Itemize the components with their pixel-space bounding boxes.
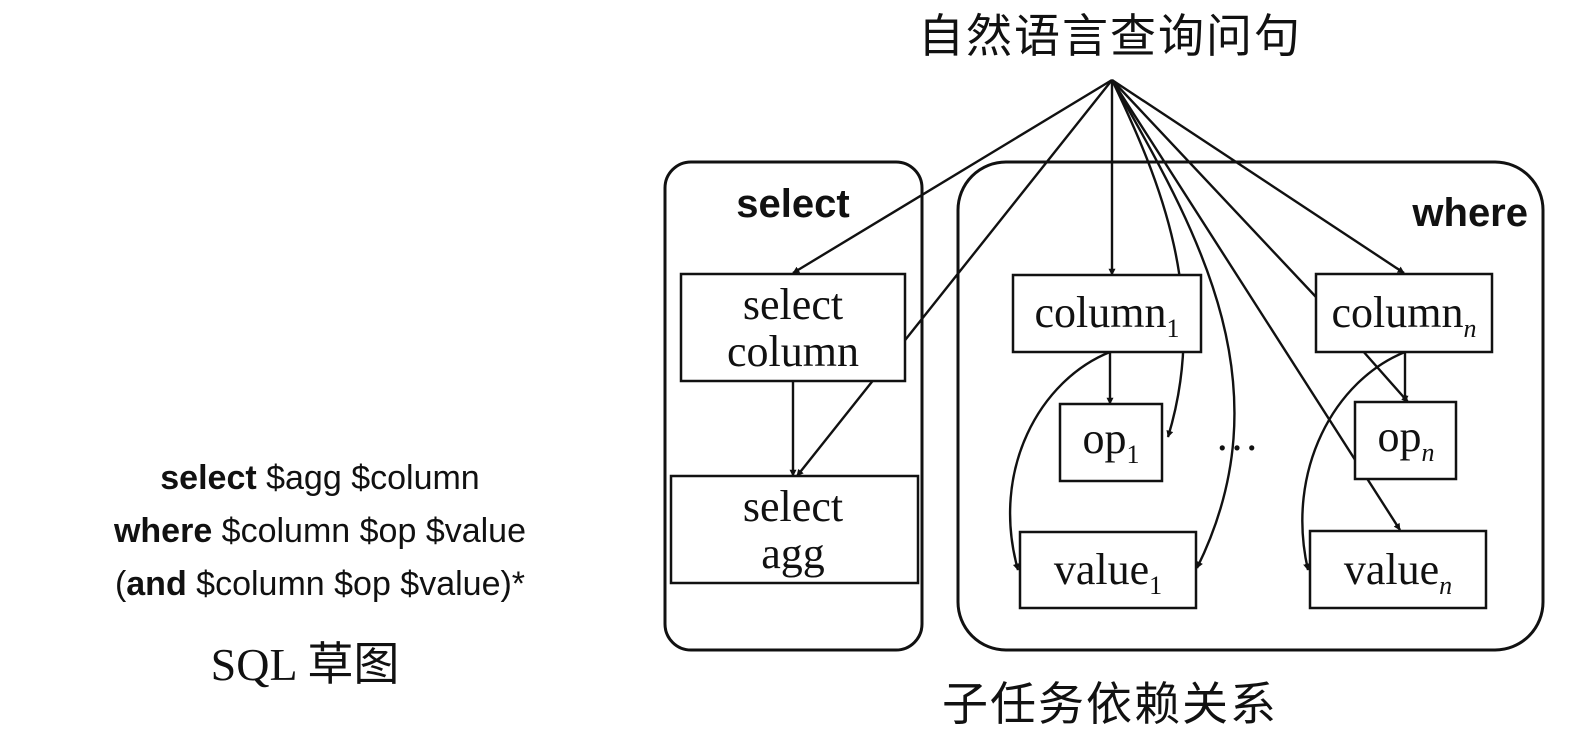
sql-line-select-rest: $agg $column [256,459,480,497]
value1-label: value1 [1054,545,1162,600]
sql-line-and-rest: $column $op $value)* [186,565,526,603]
value1-box [1018,530,1198,610]
column1-label-base: column [1035,288,1167,337]
value1-label-sub: 1 [1149,571,1162,600]
edge-query-to-value1 [1110,79,1236,569]
columnn-label-base: column [1332,288,1464,337]
edge-query-to-valuen [1110,79,1402,531]
edges [789,78,1408,571]
valuen-label-sub: n [1439,571,1452,600]
select-group [663,160,924,652]
column1-box [1011,273,1203,354]
diagram-caption: 子任务依赖关系 [942,679,1278,730]
diagram-title: 自然语言查询问句 [918,11,1302,62]
sql-line-where: where $column $op $value [50,505,590,558]
select-agg-label-line1: select [743,482,843,531]
sql-line-where-rest: $column $op $value [212,512,527,550]
sql-sketch-caption: SQL 草图 [210,639,400,690]
sql-line-and-prefix: ( [114,565,127,603]
edge-query-to-op1 [1110,79,1185,438]
valuen-label: valuen [1344,545,1452,600]
edge-query-to-select-agg [796,79,1113,477]
value1-label-base: value [1054,545,1149,594]
columnn-label-sub: n [1463,314,1476,343]
edge-query-to-columnn [1111,78,1405,275]
select-group-label: select [736,182,849,226]
op1-label-sub: 1 [1127,440,1140,469]
sql-line-and: (and $column $op $value)* [50,558,590,611]
select-column-box [679,272,907,383]
edge-columnn-to-valuen [1301,350,1406,571]
opn-box [1353,400,1458,481]
edge-query-to-select-column [792,78,1113,275]
sql-keyword-and: and [126,565,187,603]
sql-keyword-select: select [160,459,257,497]
valuen-box [1308,529,1488,610]
sql-line-select: select $agg $column [50,452,590,505]
edge-query-to-opn [1111,79,1408,402]
op1-box [1058,402,1164,483]
sql-sketch: select $agg $column where $column $op $v… [50,452,590,611]
opn-label-sub: n [1422,438,1435,467]
column1-label-sub: 1 [1166,314,1179,343]
valuen-label-base: value [1344,545,1439,594]
op1-label: op1 [1083,414,1140,469]
op1-label-base: op [1083,414,1127,463]
where-group-label: where [1411,191,1528,235]
where-group [956,160,1545,652]
select-column-label-line1: select [743,280,843,329]
column1-label: column1 [1035,288,1180,343]
columnn-label: columnn [1332,288,1477,343]
opn-label: opn [1378,412,1435,467]
columnn-box [1314,272,1494,354]
sql-keyword-where: where [113,512,213,550]
select-agg-box [669,474,920,585]
ellipsis: … [1215,411,1259,460]
select-agg-label-line2: agg [761,529,825,578]
edge-column1-to-value1 [1008,350,1111,571]
select-column-label-line2: column [727,327,859,376]
opn-label-base: op [1378,412,1422,461]
